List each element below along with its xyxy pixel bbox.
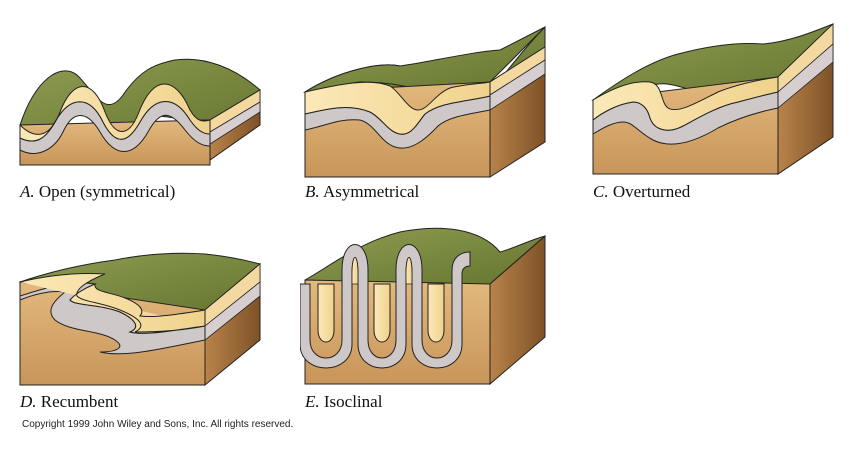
fold-diagram-recumbent bbox=[15, 240, 265, 388]
caption-letter: A. bbox=[20, 182, 35, 201]
fold-diagram-open bbox=[15, 50, 265, 180]
caption-label: Open (symmetrical) bbox=[38, 182, 176, 201]
caption-isoclinal: E. Isoclinal bbox=[305, 392, 382, 412]
fold-diagram-isoclinal bbox=[300, 222, 550, 387]
caption-open: A. Open (symmetrical) bbox=[20, 182, 175, 202]
caption-label: Isoclinal bbox=[323, 392, 383, 411]
block-diagram-open bbox=[19, 58, 261, 166]
caption-label: Recumbent bbox=[40, 392, 119, 411]
caption-letter: C. bbox=[593, 182, 609, 201]
block-diagram-overturned bbox=[591, 22, 834, 175]
block-diagram-recumbent bbox=[18, 252, 262, 387]
block-diagram-isoclinal bbox=[300, 227, 546, 386]
caption-letter: B. bbox=[305, 182, 320, 201]
caption-letter: E. bbox=[305, 392, 320, 411]
copyright-notice: Copyright 1999 John Wiley and Sons, Inc.… bbox=[22, 419, 294, 430]
caption-letter: D. bbox=[20, 392, 37, 411]
fold-diagram-overturned bbox=[588, 22, 838, 182]
caption-label: Asymmetrical bbox=[322, 182, 420, 201]
block-diagram-asymmetrical bbox=[303, 25, 546, 178]
fold-diagram-asymmetrical bbox=[300, 22, 550, 182]
caption-label: Overturned bbox=[612, 182, 691, 201]
caption-overturned: C. Overturned bbox=[593, 182, 690, 202]
caption-asymmetrical: B. Asymmetrical bbox=[305, 182, 419, 202]
caption-recumbent: D. Recumbent bbox=[20, 392, 118, 412]
